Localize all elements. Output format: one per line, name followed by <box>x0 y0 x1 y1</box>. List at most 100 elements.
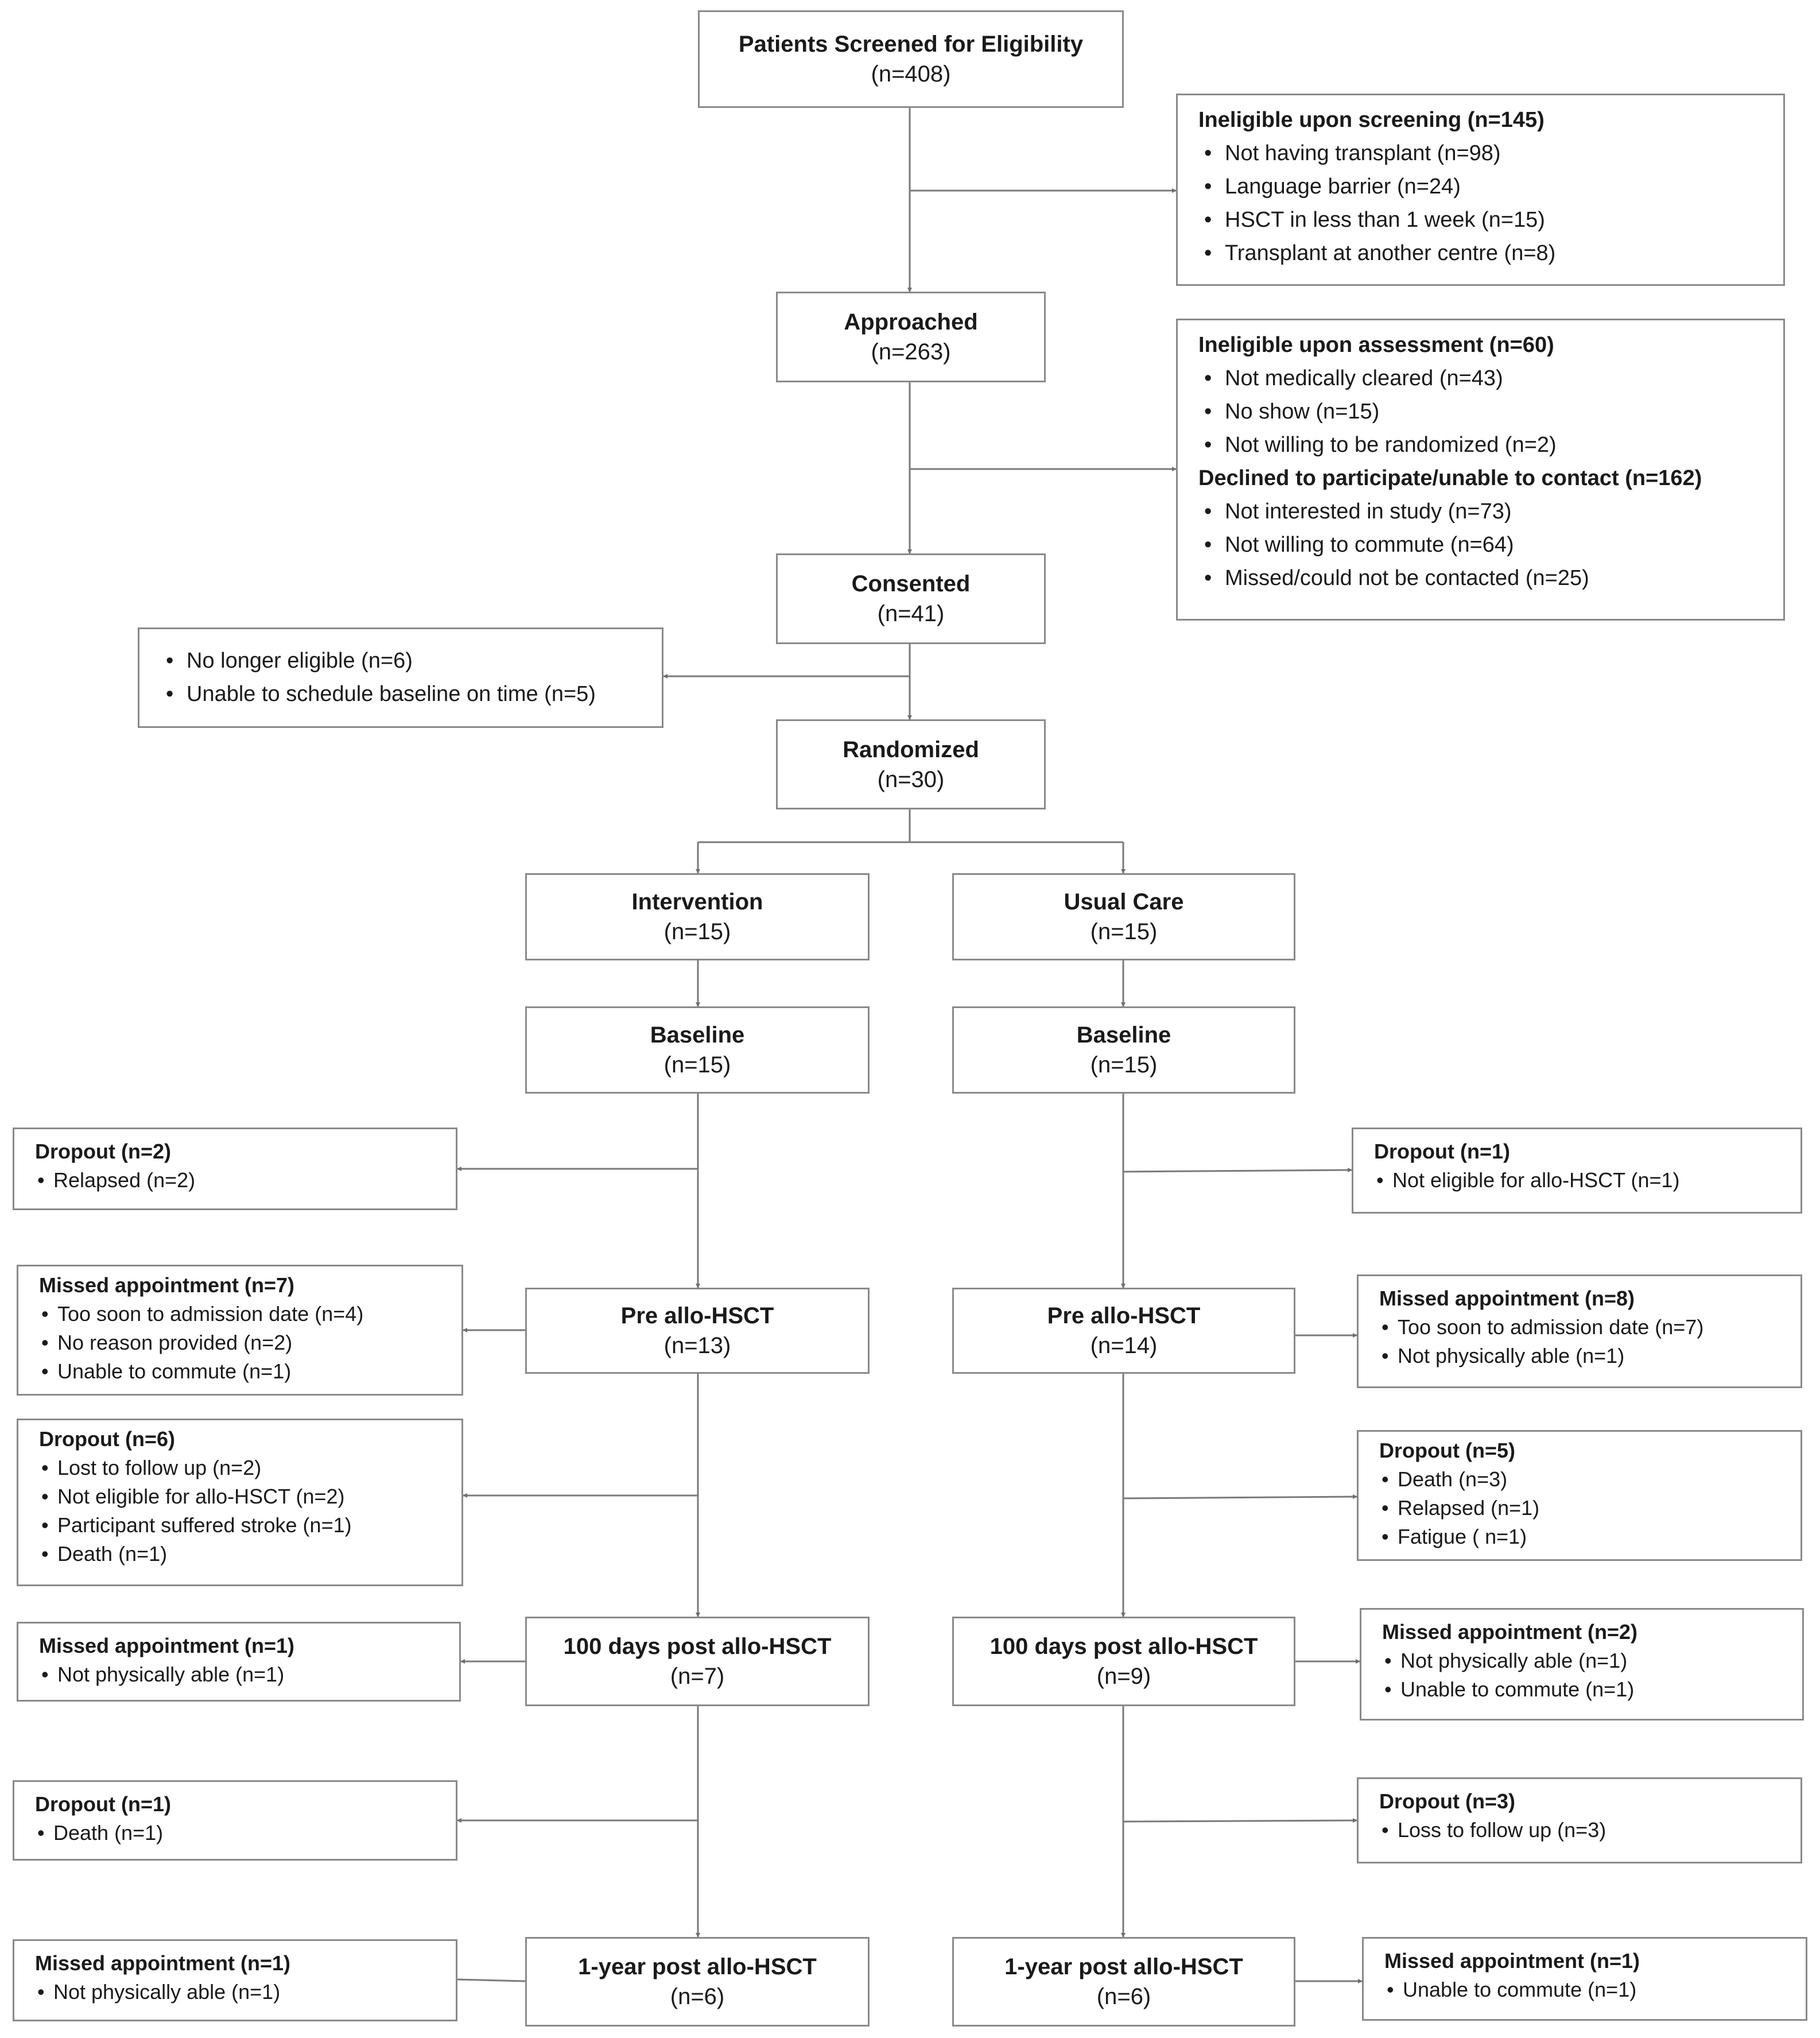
usual-care-day100-count: (n=9) <box>1096 1664 1151 1689</box>
list-item: Not physically able (n=1) <box>1384 1646 1802 1675</box>
list-item: Transplant at another centre (n=8) <box>1204 237 1783 270</box>
usual-care-dropout-1-box: Dropout (n=1) Not eligible for allo-HSCT… <box>1352 1128 1802 1214</box>
randomized-box: Randomized (n=30) <box>776 719 1046 809</box>
dropout-title: Dropout (n=2) <box>35 1140 171 1163</box>
usual-care-count: (n=15) <box>1090 919 1158 944</box>
usual-care-year1-title: 1-year post allo-HSCT <box>1004 1954 1243 1979</box>
usual-care-missed-pre-box: Missed appointment (n=8) Too soon to adm… <box>1357 1274 1802 1388</box>
usual-care-pre-box: Pre allo-HSCT (n=14) <box>952 1288 1295 1374</box>
list-item: Language barrier (n=24) <box>1204 170 1783 203</box>
flow-line <box>1123 1494 1357 1500</box>
dropout-title: Dropout (n=3) <box>1379 1789 1515 1813</box>
list-item: Not medically cleared (n=43) <box>1204 362 1783 395</box>
ineligible-assessment-box: Ineligible upon assessment (n=60) Not me… <box>1176 319 1785 621</box>
dropout-title: Dropout (n=1) <box>1374 1140 1510 1163</box>
list-item: Fatigue ( n=1) <box>1382 1522 1800 1551</box>
list-item: Unable to schedule baseline on time (n=5… <box>166 677 662 711</box>
intervention-missed-pre-box: Missed appointment (n=7) Too soon to adm… <box>17 1265 463 1396</box>
intervention-title: Intervention <box>631 889 763 915</box>
ineligible-screening-title: Ineligible upon screening (n=145) <box>1198 108 1545 132</box>
missed-title: Missed appointment (n=1) <box>1384 1949 1640 1973</box>
usual-care-dropout-2-box: Dropout (n=5) Death (n=3) Relapsed (n=1)… <box>1357 1430 1802 1561</box>
list-item: Not physically able (n=1) <box>41 1660 459 1689</box>
missed-title: Missed appointment (n=2) <box>1382 1620 1638 1644</box>
list-item: No reason provided (n=2) <box>41 1328 461 1357</box>
dropout-title: Dropout (n=6) <box>39 1427 175 1451</box>
dropout-title: Dropout (n=1) <box>35 1792 171 1816</box>
randomized-title: Randomized <box>843 737 979 762</box>
missed-title: Missed appointment (n=1) <box>39 1634 295 1657</box>
intervention-pre-title: Pre allo-HSCT <box>620 1303 774 1328</box>
list-item: Loss to follow up (n=3) <box>1382 1816 1800 1845</box>
list-item: Death (n=1) <box>41 1540 461 1568</box>
list-item: Relapsed (n=1) <box>1382 1494 1800 1522</box>
list-item: Not eligible for allo-HSCT (n=2) <box>41 1482 461 1511</box>
list-item: Death (n=3) <box>1382 1465 1800 1494</box>
intervention-pre-box: Pre allo-HSCT (n=13) <box>525 1288 870 1374</box>
list-item: Unable to commute (n=1) <box>1387 1975 1806 2004</box>
intervention-year1-title: 1-year post allo-HSCT <box>578 1954 817 1979</box>
list-item: Too soon to admission date (n=4) <box>41 1300 461 1328</box>
usual-care-year1-count: (n=6) <box>1096 1984 1151 2009</box>
list-item: Lost to follow up (n=2) <box>41 1454 461 1482</box>
list-item: No longer eligible (n=6) <box>166 644 662 677</box>
intervention-day100-count: (n=7) <box>670 1664 725 1689</box>
approached-title: Approached <box>844 309 978 335</box>
list-item: Too soon to admission date (n=7) <box>1382 1313 1800 1342</box>
list-item: Not eligible for allo-HSCT (n=1) <box>1376 1166 1800 1195</box>
intervention-year1-box: 1-year post allo-HSCT (n=6) <box>525 1937 870 2027</box>
ineligible-screening-box: Ineligible upon screening (n=145) Not ha… <box>1176 94 1785 286</box>
declined-title: Declined to participate/unable to contac… <box>1198 466 1702 490</box>
intervention-baseline-box: Baseline (n=15) <box>525 1006 870 1094</box>
consented-count: (n=41) <box>877 601 945 626</box>
list-item: No show (n=15) <box>1204 395 1783 428</box>
list-item: Participant suffered stroke (n=1) <box>41 1511 461 1540</box>
flow-line <box>457 1978 526 1982</box>
consented-box: Consented (n=41) <box>776 553 1046 644</box>
intervention-box: Intervention (n=15) <box>525 873 870 960</box>
list-item: Not interested in study (n=73) <box>1204 495 1783 528</box>
usual-care-baseline-title: Baseline <box>1076 1022 1171 1048</box>
approached-box: Approached (n=263) <box>776 292 1046 382</box>
usual-care-baseline-count: (n=15) <box>1090 1052 1158 1078</box>
usual-care-title: Usual Care <box>1064 889 1184 915</box>
intervention-dropout-1-box: Dropout (n=2) Relapsed (n=2) <box>13 1128 457 1210</box>
usual-care-dropout-3-box: Dropout (n=3) Loss to follow up (n=3) <box>1357 1777 1802 1863</box>
screened-box: Patients Screened for Eligibility (n=408… <box>698 10 1124 108</box>
intervention-day100-box: 100 days post allo-HSCT (n=7) <box>525 1617 870 1706</box>
list-item: Not having transplant (n=98) <box>1204 137 1783 170</box>
usual-care-day100-box: 100 days post allo-HSCT (n=9) <box>952 1617 1295 1706</box>
screened-title: Patients Screened for Eligibility <box>738 32 1084 57</box>
list-item: Not willing to commute (n=64) <box>1204 528 1783 561</box>
list-item: Not physically able (n=1) <box>37 1978 456 2006</box>
intervention-missed-100-box: Missed appointment (n=1) Not physically … <box>17 1622 461 1702</box>
intervention-baseline-count: (n=15) <box>663 1052 731 1078</box>
list-item: Unable to commute (n=1) <box>41 1357 461 1386</box>
list-item: Relapsed (n=2) <box>37 1166 456 1195</box>
usual-care-box: Usual Care (n=15) <box>952 873 1295 960</box>
not-randomized-box: No longer eligible (n=6) Unable to sched… <box>138 627 663 728</box>
missed-title: Missed appointment (n=8) <box>1379 1287 1635 1310</box>
usual-care-day100-title: 100 days post allo-HSCT <box>989 1634 1258 1659</box>
ineligible-assessment-title: Ineligible upon assessment (n=60) <box>1198 333 1554 357</box>
list-item: Unable to commute (n=1) <box>1384 1675 1802 1704</box>
list-item: Missed/could not be contacted (n=25) <box>1204 561 1783 595</box>
usual-care-pre-title: Pre allo-HSCT <box>1047 1303 1201 1328</box>
intervention-pre-count: (n=13) <box>663 1333 731 1358</box>
list-item: HSCT in less than 1 week (n=15) <box>1204 203 1783 237</box>
missed-title: Missed appointment (n=7) <box>39 1273 295 1297</box>
approached-count: (n=263) <box>871 339 951 365</box>
usual-care-baseline-box: Baseline (n=15) <box>952 1006 1295 1094</box>
intervention-day100-title: 100 days post allo-HSCT <box>563 1634 832 1659</box>
intervention-baseline-title: Baseline <box>650 1022 745 1048</box>
intervention-dropout-3-box: Dropout (n=1) Death (n=1) <box>13 1780 457 1861</box>
consented-title: Consented <box>851 571 971 596</box>
usual-care-missed-year-box: Missed appointment (n=1) Unable to commu… <box>1362 1937 1807 2021</box>
dropout-title: Dropout (n=5) <box>1379 1439 1515 1462</box>
missed-title: Missed appointment (n=1) <box>35 1951 291 1975</box>
usual-care-pre-count: (n=14) <box>1090 1333 1158 1358</box>
list-item: Not physically able (n=1) <box>1382 1342 1800 1370</box>
flow-line <box>1123 1168 1352 1173</box>
list-item: Not willing to be randomized (n=2) <box>1204 428 1783 462</box>
